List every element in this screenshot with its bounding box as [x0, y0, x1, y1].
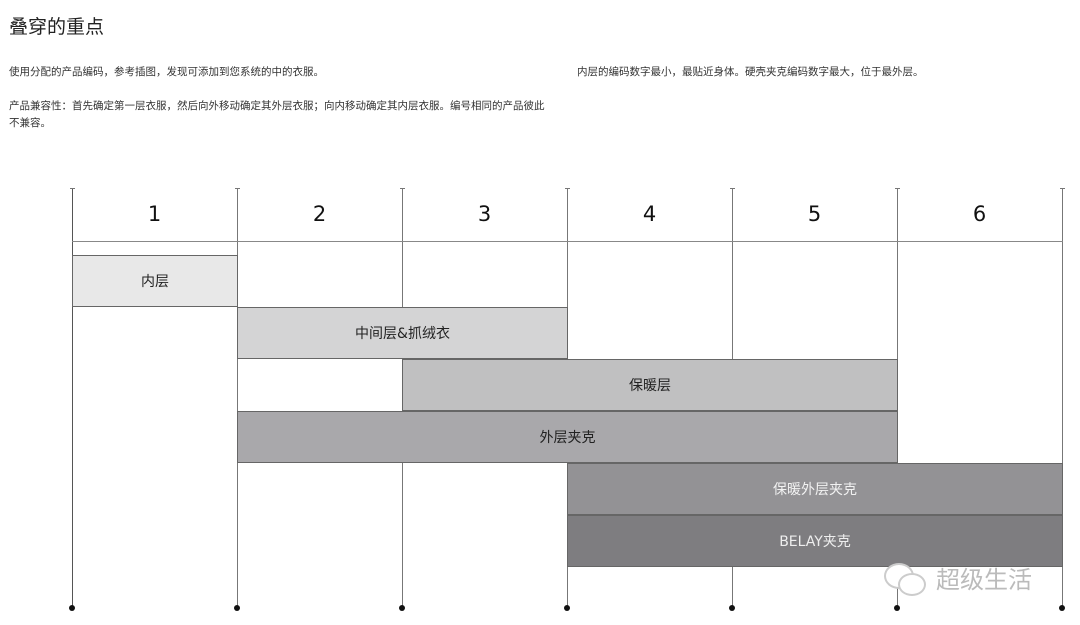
layer-code-text: 内层的编码数字最小，最贴近身体。硬壳夹克编码数字最大，位于最外层。	[577, 66, 924, 78]
page-title: 叠穿的重点	[9, 16, 105, 38]
compatibility-text: 产品兼容性：首先确定第一层衣服，然后向外移动确定其外层衣服；向内移动确定其内层衣…	[9, 100, 545, 129]
column-number: 1	[147, 202, 162, 226]
tick-mark	[400, 188, 405, 189]
end-dot	[1059, 605, 1065, 611]
end-dot	[729, 605, 735, 611]
intro-text: 使用分配的产品编码，参考插图，发现可添加到您系统的中的衣服。	[9, 66, 324, 78]
watermark: 超级生活	[880, 560, 1032, 596]
column-number: 5	[807, 202, 822, 226]
column-number: 6	[972, 202, 987, 226]
layer-bar-shell: 外层夹克	[237, 411, 898, 463]
column-number: 2	[312, 202, 327, 226]
end-dot	[894, 605, 900, 611]
watermark-text: 超级生活	[936, 566, 1032, 594]
header-divider	[72, 241, 1063, 242]
layer-bar-belay: BELAY夹克	[567, 515, 1063, 567]
layer-bar-base: 内层	[72, 255, 238, 307]
grid-line	[237, 188, 238, 608]
end-dot	[234, 605, 240, 611]
layer-bar-midlayer: 中间层&抓绒衣	[237, 307, 568, 359]
tick-mark	[235, 188, 240, 189]
layer-bar-insulated-shell: 保暖外层夹克	[567, 463, 1063, 515]
end-dot	[69, 605, 75, 611]
wechat-icon	[880, 561, 930, 596]
column-number: 4	[642, 202, 657, 226]
end-dot	[564, 605, 570, 611]
grid-line	[72, 188, 73, 608]
tick-mark	[895, 188, 900, 189]
grid-line	[1062, 188, 1063, 608]
layer-bar-insulation: 保暖层	[402, 359, 898, 411]
tick-mark	[70, 188, 75, 189]
end-dot	[399, 605, 405, 611]
column-number: 3	[477, 202, 492, 226]
tick-mark	[1060, 188, 1065, 189]
tick-mark	[565, 188, 570, 189]
tick-mark	[730, 188, 735, 189]
